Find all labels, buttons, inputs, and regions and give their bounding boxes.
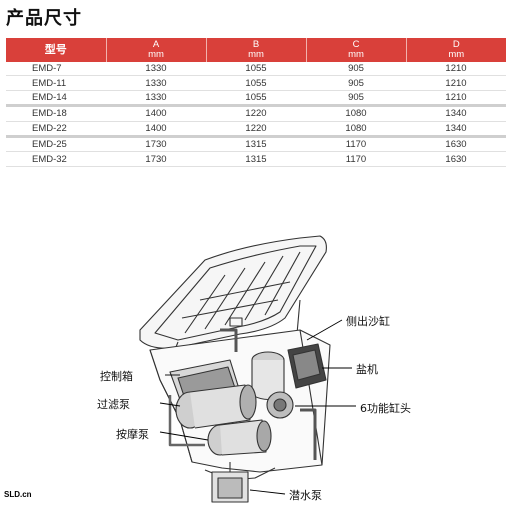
six-way-valve-drawing <box>266 391 294 419</box>
header-model: 型号 <box>6 38 107 62</box>
callout-submersible-pump: 潜水泵 <box>289 489 322 502</box>
page-title: 产品尺寸 <box>6 8 82 29</box>
filtration-unit-illustration <box>139 235 356 503</box>
callout-six-way-valve: 6功能缸头 <box>360 402 411 415</box>
callout-filter-pump: 过滤泵 <box>97 398 130 411</box>
callout-control-box: 控制箱 <box>100 370 133 383</box>
salt-machine-drawing <box>287 343 327 389</box>
callout-leaders <box>159 319 356 495</box>
site-logo: SLD.cn <box>4 490 32 499</box>
sand-tank-drawing <box>251 351 285 401</box>
callout-massage-pump: 按摩泵 <box>116 428 149 441</box>
submersible-pump-drawing <box>211 462 249 503</box>
callout-side-sand-tank: 侧出沙缸 <box>346 315 390 328</box>
massage-pump-drawing <box>207 419 272 456</box>
filter-pump-drawing <box>175 384 257 429</box>
callout-salt-machine: 盐机 <box>356 363 378 376</box>
